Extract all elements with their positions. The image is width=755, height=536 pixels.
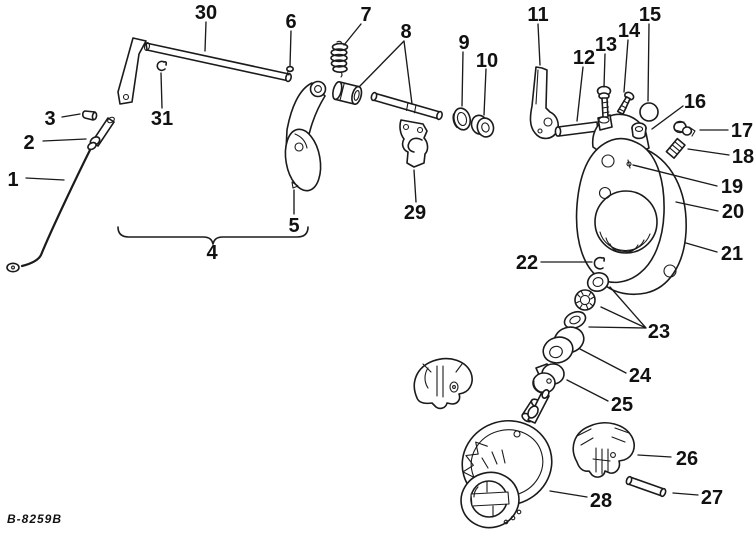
part-clip-31 [156,60,168,72]
bracket-4 [117,226,309,245]
callout-label-18: 18 [732,146,754,168]
callout-label-29: 29 [404,202,426,224]
part-bolt-13 [596,85,612,118]
part-rod-8 [370,91,443,121]
part-oring-15 [639,102,659,122]
part-nut-16 [631,122,647,140]
callout-label-22: 22 [516,252,538,274]
figure-code: B-8259B [7,512,62,526]
callout-label-2: 2 [23,132,34,154]
callout-label-19: 19 [721,176,743,198]
callout-label-31: 31 [151,108,173,130]
part-ring-9 [452,107,472,131]
callout-label-4: 4 [206,242,218,264]
leader-lines [25,21,730,498]
callout-label-25: 25 [611,394,633,416]
part-cclip-22 [593,256,606,270]
callout-label-16: 16 [684,91,706,113]
part-pin-3 [81,110,98,121]
part-pin-19 [626,159,632,169]
callout-label-28: 28 [590,490,612,512]
part-fitting-17 [673,120,696,137]
part-clevis-2 [87,116,115,151]
callout-label-26: 26 [676,448,698,470]
part-spring-7 [330,40,349,78]
part-pin-27 [625,475,667,498]
part-sleeve-8 [332,80,363,106]
part-lever-5 [284,80,327,192]
callout-label-11: 11 [527,4,548,26]
part-governor-weight-26 [572,422,635,478]
part-bushing-25 [532,363,565,394]
callout-label-13: 13 [595,34,617,56]
callout-label-6: 6 [285,11,296,33]
callout-label-20: 20 [722,201,744,223]
callout-label-1: 1 [7,169,18,191]
callout-label-5: 5 [288,215,299,237]
callout-label-9: 9 [458,32,469,54]
part-fork-clip-29 [399,119,429,168]
callout-label-12: 12 [573,47,595,69]
callout-label-24: 24 [629,365,652,387]
callout-label-23: 23 [648,321,670,343]
callout-label-7: 7 [360,4,371,26]
part-gasket-20 [575,137,665,284]
callout-label-21: 21 [721,243,743,265]
part-washers-23 [563,272,610,330]
part-governor-weight-a [413,357,473,410]
callout-label-14: 14 [618,20,641,42]
part-lever-11 [529,66,559,140]
callout-label-17: 17 [731,120,753,142]
callout-label-15: 15 [639,4,661,26]
part-spacer-24 [542,326,585,364]
callout-label-8: 8 [400,21,411,43]
callout-labels: 1 2 3 4 5 6 7 8 9 10 11 12 13 14 15 16 1… [7,2,754,512]
callout-label-30: 30 [195,2,217,24]
part-spring-18 [665,137,686,159]
part-bushing-10 [470,114,495,138]
part-control-rod-30 [117,37,292,105]
callout-label-10: 10 [476,50,498,72]
callout-label-3: 3 [44,108,55,130]
part-screw-14 [616,91,635,116]
part-governor-assembly-28 [460,389,553,529]
part-rod-1 [6,148,92,273]
callout-label-27: 27 [701,487,723,509]
part-shaft-12 [554,121,599,137]
